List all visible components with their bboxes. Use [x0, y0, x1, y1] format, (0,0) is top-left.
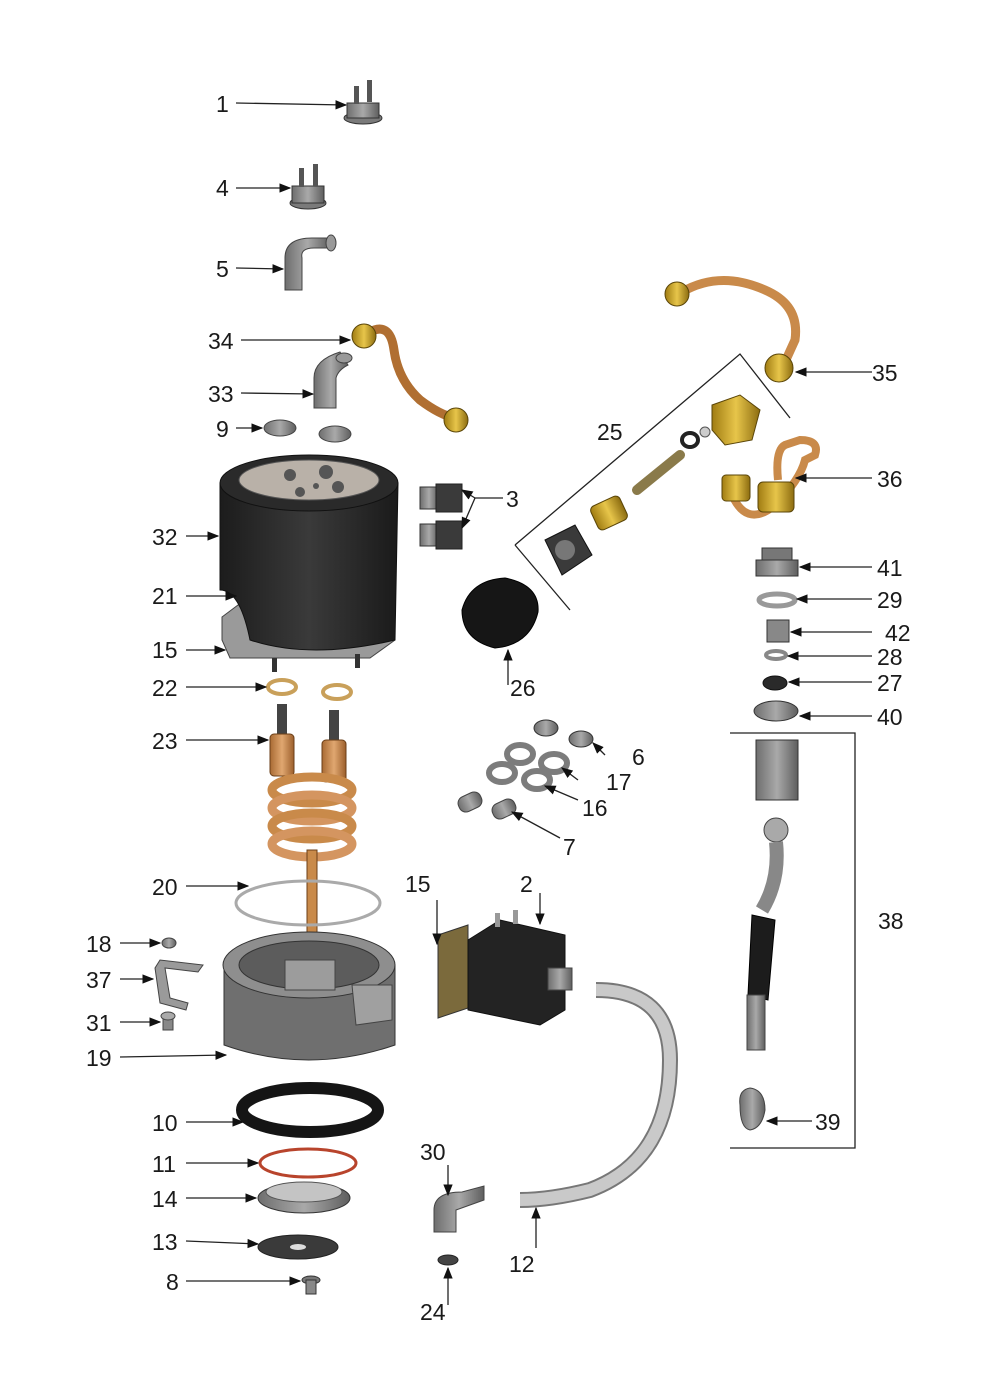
elbow-30-part [433, 1185, 485, 1266]
label-15b: 15 [405, 871, 431, 897]
label-40: 40 [877, 704, 903, 730]
elbow-33-part [313, 351, 353, 409]
bracket-25-outline-lower [514, 544, 571, 611]
label-21: 21 [152, 583, 178, 609]
label-10: 10 [152, 1110, 178, 1136]
label-11: 11 [152, 1151, 176, 1177]
label-4: 4 [216, 175, 229, 201]
steam-wand-38-part [739, 739, 799, 1131]
label-5: 5 [216, 256, 229, 282]
label-33: 33 [208, 381, 234, 407]
solenoid-valve-2-part [437, 910, 573, 1026]
label-17: 17 [606, 769, 632, 795]
label-14: 14 [152, 1186, 178, 1212]
label-27: 27 [877, 670, 903, 696]
gasket-20-part [234, 879, 382, 927]
label-42: 42 [885, 620, 911, 646]
orings-22-part [266, 678, 353, 701]
connectors-3-part [419, 483, 463, 550]
heating-element-23-part [267, 704, 357, 971]
label-32: 32 [152, 524, 178, 550]
label-2: 2 [520, 871, 533, 897]
label-1: 1 [216, 91, 229, 117]
copper-pipe-34-part [351, 323, 469, 433]
copper-pipe-35-part [664, 276, 801, 383]
label-38: 38 [878, 908, 904, 934]
label-16: 16 [582, 795, 608, 821]
label-26: 26 [510, 675, 536, 701]
elbow-5-part [284, 234, 337, 291]
label-20: 20 [152, 874, 178, 900]
label-18: 18 [86, 931, 112, 957]
label-9: 9 [216, 416, 229, 442]
cap-26-part [461, 577, 539, 649]
valve-assembly-25-part [544, 394, 761, 576]
small-parts-group [457, 719, 594, 820]
label-28: 28 [877, 644, 903, 670]
bracket-37-part [154, 937, 204, 1031]
leader-lines [119, 100, 872, 1305]
label-36: 36 [877, 466, 903, 492]
label-29: 29 [877, 587, 903, 613]
copper-loop-36-part [721, 435, 820, 519]
label-22: 22 [152, 675, 178, 701]
bracket-38-outline [730, 732, 856, 1149]
nuts-9-part [263, 419, 352, 443]
label-12: 12 [509, 1251, 535, 1277]
label-8: 8 [166, 1269, 179, 1295]
label-6: 6 [632, 744, 645, 770]
steam-valve-stack [753, 547, 799, 722]
label-7: 7 [563, 834, 576, 860]
label-34: 34 [208, 328, 234, 354]
bracket-25-outline [514, 353, 791, 546]
thermostat-4-part [289, 164, 327, 210]
label-24: 24 [420, 1299, 446, 1325]
label-39: 39 [815, 1109, 841, 1135]
thermostat-1-part [343, 80, 383, 125]
label-15a: 15 [152, 637, 178, 663]
label-23: 23 [152, 728, 178, 754]
label-35: 35 [872, 360, 898, 386]
label-30: 30 [420, 1139, 446, 1165]
label-3: 3 [506, 486, 519, 512]
hose-12-part [519, 982, 679, 1208]
label-37: 37 [86, 967, 112, 993]
label-31: 31 [86, 1010, 112, 1036]
group-head-parts [236, 1082, 384, 1295]
label-19: 19 [86, 1045, 112, 1071]
label-25: 25 [597, 419, 623, 445]
part-labels: 1 4 5 34 33 9 32 21 15 22 23 20 18 37 31… [86, 91, 911, 1325]
boiler-32-part [219, 454, 399, 672]
label-13: 13 [152, 1229, 178, 1255]
label-41: 41 [877, 555, 903, 581]
boiler-base-19-part [222, 931, 396, 1061]
